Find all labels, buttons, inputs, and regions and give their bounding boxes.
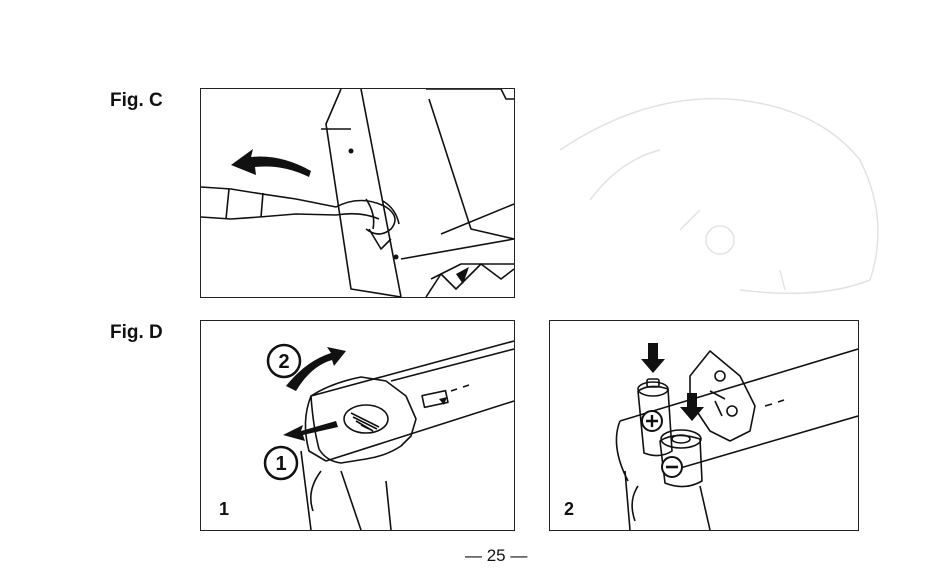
insert-arrow-icon [641, 343, 665, 373]
slide-arrow-icon [283, 421, 338, 441]
step-2-number: 2 [278, 351, 289, 373]
strap-attachment-drawing [201, 89, 514, 297]
pull-arrow-icon [231, 149, 311, 177]
step-1-number: 1 [275, 453, 286, 475]
fig-c-label: Fig. C [110, 90, 163, 112]
battery-insertion-drawing [550, 321, 858, 530]
camera-detail-mark [456, 267, 469, 284]
panel-2-number: 2 [564, 499, 574, 520]
fig-d-panel-2: 2 [549, 320, 859, 531]
camera-screw-dot [394, 255, 399, 260]
battery-cover-opening-drawing: 2 1 [201, 321, 514, 530]
fig-d-panel-1: 2 1 1 [200, 320, 515, 531]
page-number: — 25 — [465, 546, 527, 566]
panel-1-number: 1 [219, 499, 229, 520]
fig-d-label: Fig. D [110, 322, 163, 344]
fig-c-illustration [200, 88, 515, 298]
camera-screw-dot [349, 149, 354, 154]
